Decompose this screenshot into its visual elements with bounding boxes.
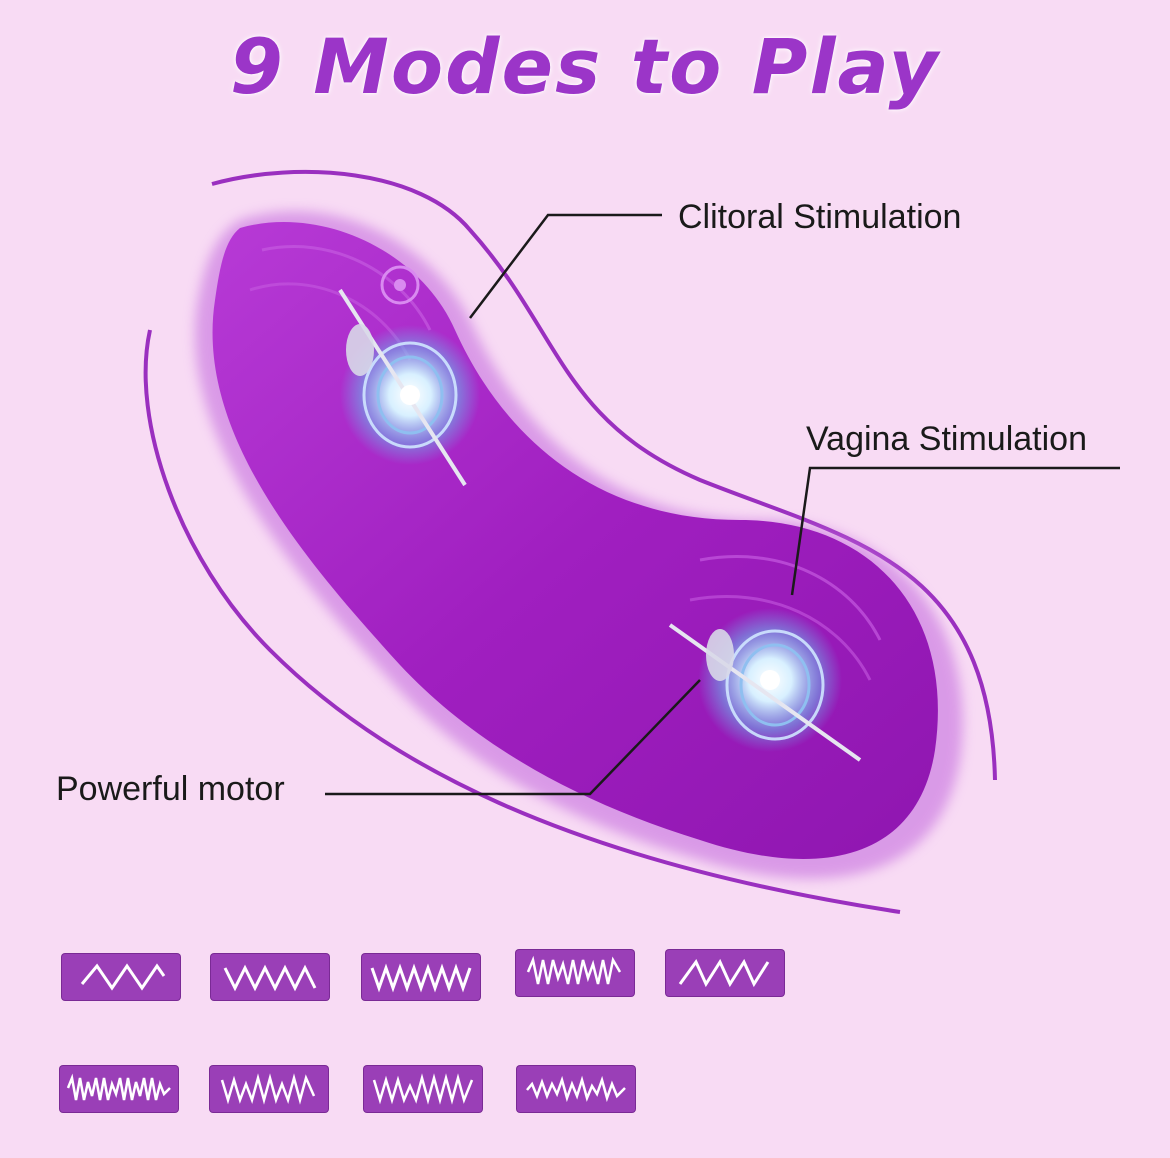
leader-clitoral bbox=[469, 213, 662, 319]
motion-outline bbox=[211, 169, 997, 781]
mode-7-button[interactable] bbox=[210, 1066, 328, 1112]
mode-4-button[interactable] bbox=[516, 950, 634, 996]
wave-pattern-2-icon bbox=[223, 964, 317, 992]
wave-pattern-6-icon bbox=[66, 1073, 171, 1101]
motor-bottom-icon bbox=[668, 608, 862, 762]
leader-vagina bbox=[790, 466, 1120, 596]
wave-pattern-1-icon bbox=[80, 963, 166, 991]
power-button-icon bbox=[380, 265, 420, 305]
mode-1-button[interactable] bbox=[62, 954, 180, 1000]
wave-pattern-7-icon bbox=[220, 1073, 316, 1105]
wave-pattern-3-icon bbox=[370, 963, 472, 993]
page-title: 9 Modes to Play bbox=[229, 22, 941, 111]
wave-pattern-8-icon bbox=[372, 1073, 474, 1105]
mode-2-button[interactable] bbox=[211, 954, 329, 1000]
motor-top-icon bbox=[338, 288, 480, 487]
product-body bbox=[212, 221, 938, 860]
wave-pattern-4-icon bbox=[526, 955, 622, 985]
leader-motor bbox=[325, 679, 701, 796]
wave-pattern-5-icon bbox=[678, 958, 770, 988]
mode-3-button[interactable] bbox=[362, 954, 480, 1000]
mode-5-button[interactable] bbox=[666, 950, 784, 996]
callout-vagina-stimulation: Vagina Stimulation bbox=[806, 420, 1087, 458]
mode-8-button[interactable] bbox=[364, 1066, 482, 1112]
callout-clitoral-stimulation: Clitoral Stimulation bbox=[678, 198, 962, 236]
mode-6-button[interactable] bbox=[60, 1066, 178, 1112]
callout-powerful-motor: Powerful motor bbox=[56, 770, 285, 808]
mode-9-button[interactable] bbox=[517, 1066, 635, 1112]
motion-outline-lower bbox=[143, 329, 901, 914]
wave-pattern-9-icon bbox=[526, 1075, 626, 1103]
